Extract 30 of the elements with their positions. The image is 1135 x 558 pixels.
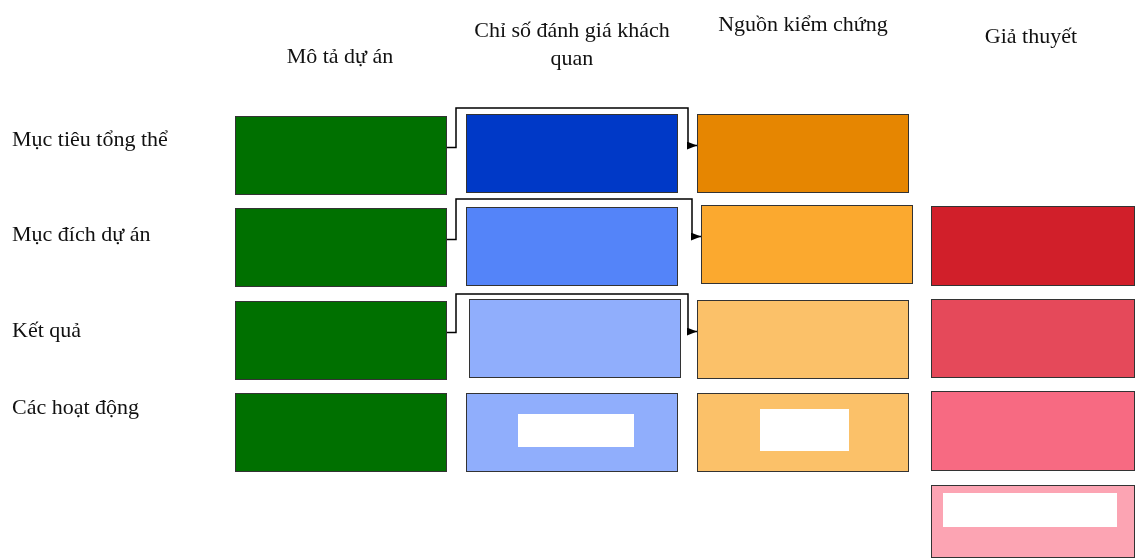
arrow <box>446 107 698 150</box>
color-block <box>466 207 678 286</box>
arrow <box>446 293 698 336</box>
color-block <box>931 485 1135 558</box>
blank-patch <box>760 409 849 451</box>
color-block <box>701 205 913 284</box>
column-heading: Giả thuyết <box>983 22 1079 50</box>
row-heading: Kết quả <box>12 316 83 344</box>
column-heading: Nguồn kiểm chứng <box>717 10 889 38</box>
color-block <box>466 114 678 193</box>
color-block <box>469 299 681 378</box>
arrow <box>446 198 702 241</box>
row-heading: Mục đích dự án <box>12 220 152 248</box>
blank-patch <box>518 414 634 447</box>
column-heading: Mô tả dự án <box>285 42 395 70</box>
color-block <box>931 391 1135 471</box>
row-heading: Mục tiêu tổng thể <box>12 125 169 153</box>
color-block <box>235 116 447 195</box>
color-block <box>931 206 1135 286</box>
row-heading: Các hoạt động <box>12 393 141 421</box>
column-heading: Chỉ số đánh giá khách quan <box>473 16 671 72</box>
color-block <box>235 393 447 472</box>
color-block <box>466 393 678 472</box>
color-block <box>931 299 1135 378</box>
color-block <box>235 301 447 380</box>
color-block <box>697 300 909 379</box>
color-block <box>235 208 447 287</box>
color-block <box>697 114 909 193</box>
color-block <box>697 393 909 472</box>
blank-patch <box>943 493 1117 527</box>
